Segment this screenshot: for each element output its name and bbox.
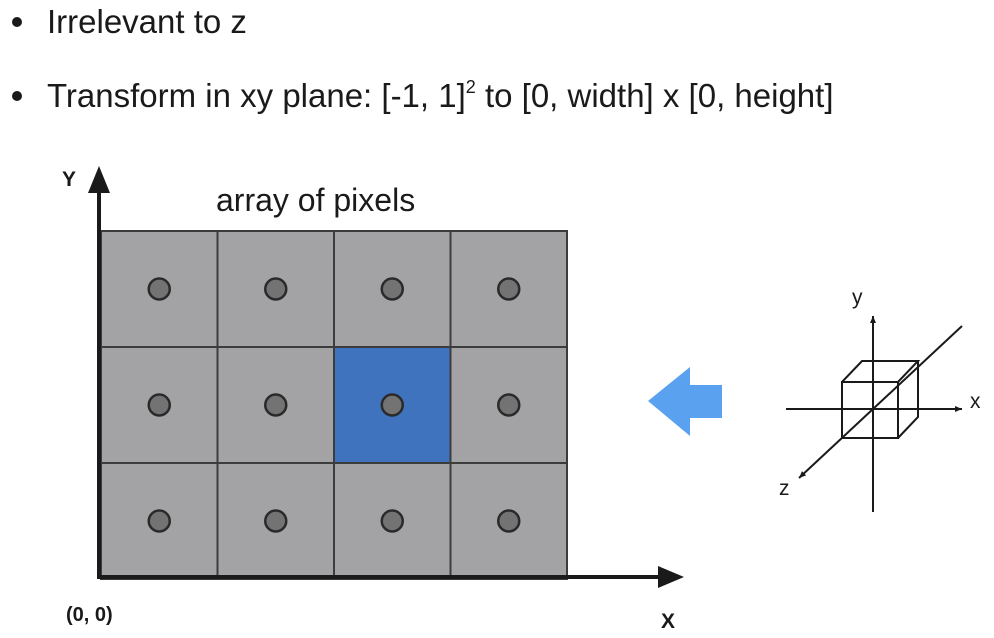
pixel-center-dot — [497, 277, 521, 301]
origin-label: (0, 0) — [66, 604, 113, 626]
unit-cube — [841, 360, 921, 439]
pixel-center-dot — [380, 277, 404, 301]
bullet-item: Transform in xy plane: [-1, 1]2 to [0, w… — [0, 74, 994, 118]
pixel-center-dot — [147, 393, 171, 417]
pixel-center-dot — [264, 509, 288, 533]
x-axis-label: X — [661, 610, 675, 633]
bullet-superscript: 2 — [465, 77, 476, 97]
bullet-text-main: Transform in xy plane: [-1, 1] — [47, 77, 466, 114]
pixel-center-dot — [147, 509, 171, 533]
bullet-dot-icon — [12, 17, 22, 27]
pixel-grid — [100, 230, 568, 580]
x-axis-arrowhead-icon — [658, 566, 684, 588]
bullet-text-tail: to [0, width] x [0, height] — [475, 77, 834, 114]
pixel-center-dot — [147, 277, 171, 301]
grid-title: array of pixels — [216, 182, 415, 218]
axis3d-y-label: y — [852, 286, 863, 309]
bullet-dot-icon — [12, 91, 22, 101]
xyz-axes-icon: y x z — [779, 286, 981, 512]
pixel-center-dot — [380, 393, 404, 417]
axis3d-x-label: x — [970, 390, 981, 413]
pixel-center-dot — [497, 393, 521, 417]
pixel-center-dot — [380, 509, 404, 533]
bullet-text: Transform in xy plane: [-1, 1]2 to [0, w… — [47, 74, 834, 118]
bullet-item: Irrelevant to z — [0, 0, 994, 44]
axis3d-z-label: z — [779, 477, 790, 500]
pixel-center-dot — [497, 509, 521, 533]
bullet-text: Irrelevant to z — [47, 3, 247, 40]
pixel-center-dot — [264, 277, 288, 301]
axis3d-z-line — [798, 408, 874, 479]
y-axis-arrowhead-icon — [88, 166, 110, 193]
pixel-center-dot — [264, 393, 288, 417]
y-axis-label: Y — [62, 168, 76, 191]
left-arrow-icon — [648, 367, 722, 436]
